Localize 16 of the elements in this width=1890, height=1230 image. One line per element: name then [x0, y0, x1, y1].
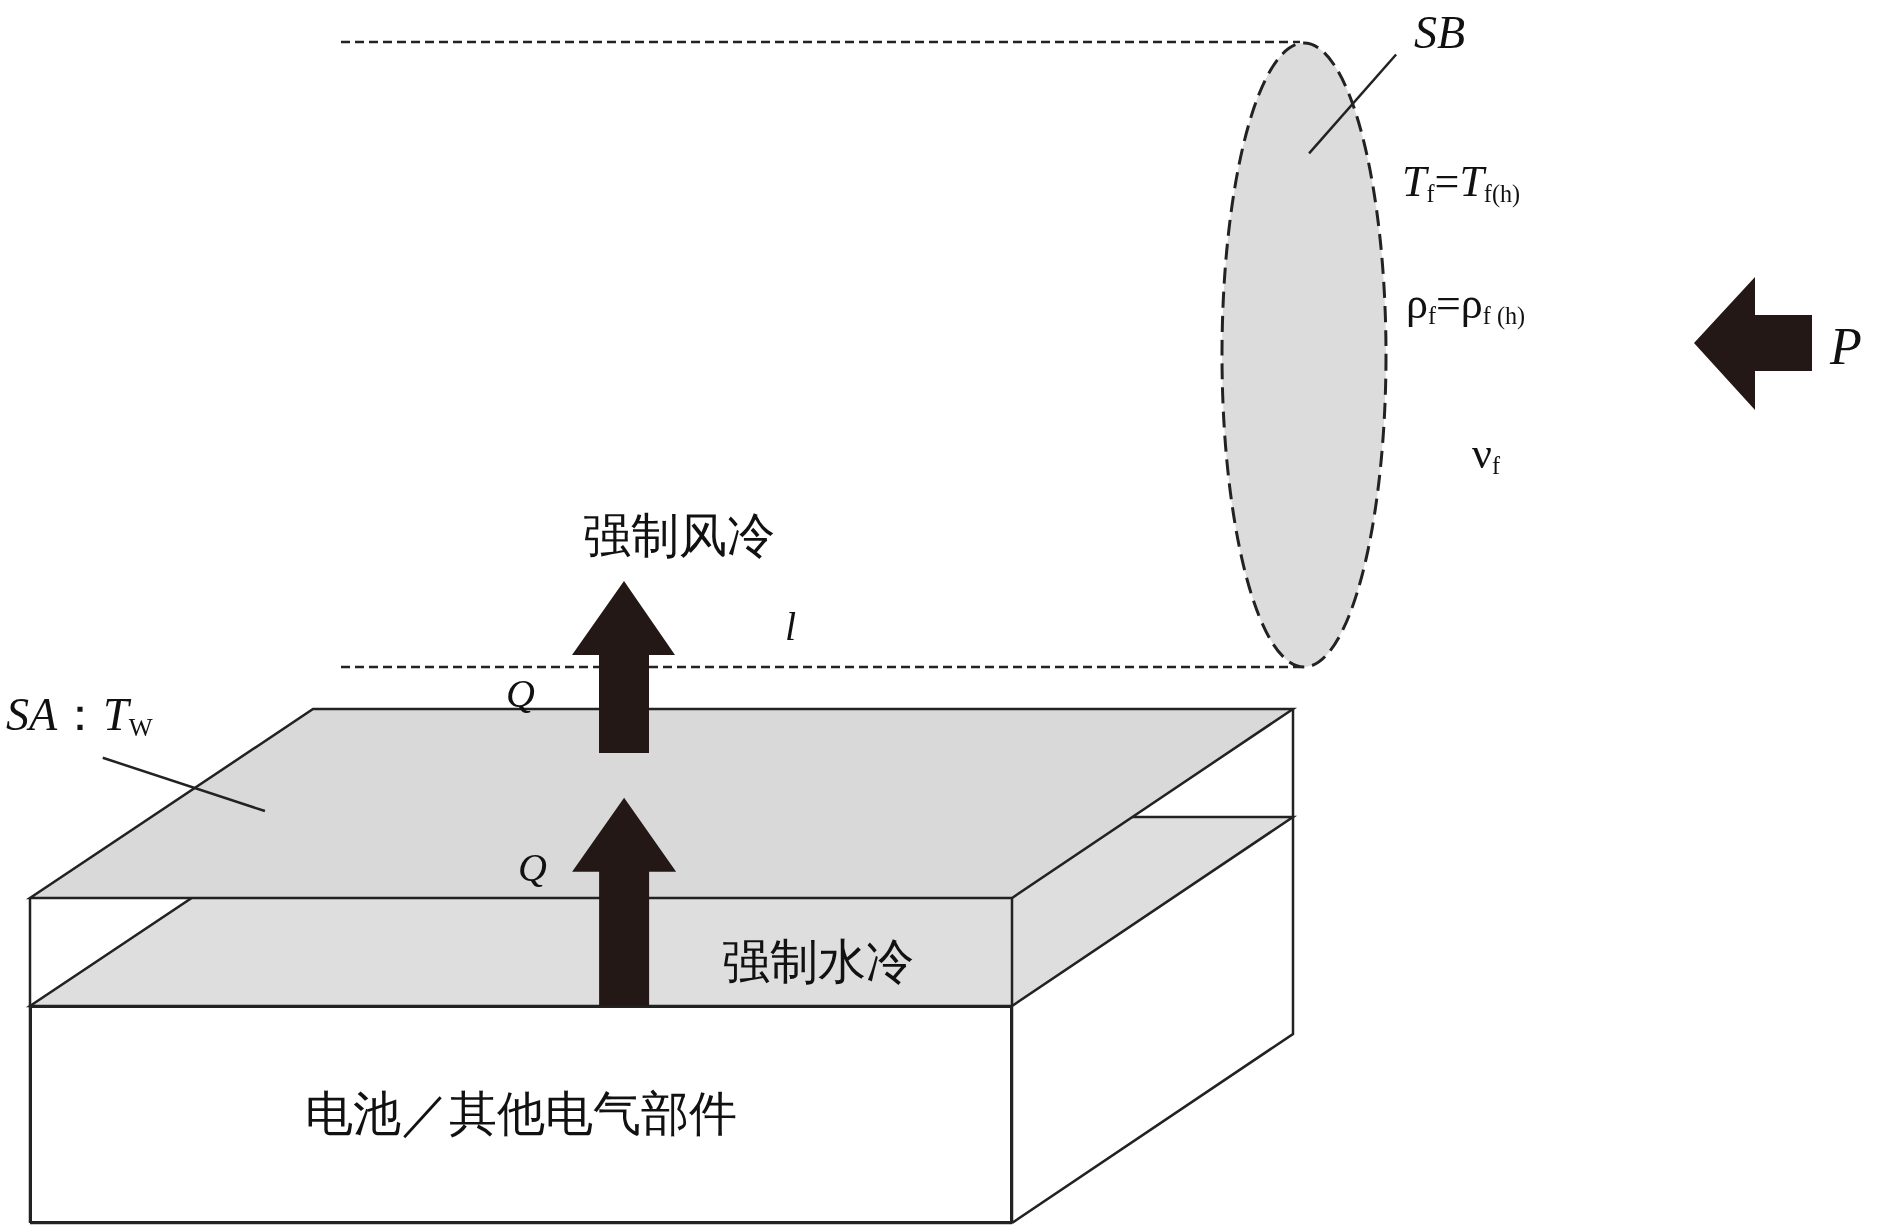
- surface-label: SB: [1414, 8, 1466, 59]
- flow-cross-section-ellipse: [1219, 40, 1389, 670]
- cooling-label: 强制风冷: [583, 510, 775, 563]
- formula-label: T$_{f}$=T$_{f(h)}$: [1402, 158, 1521, 208]
- formula-label: ρ$_{f}$=ρ$_{f (h)}$: [1406, 280, 1526, 330]
- length-label: l: [785, 605, 797, 649]
- block-arrow: [572, 797, 677, 1006]
- heat-label: Q: [518, 846, 547, 890]
- battery-block: 电池／其他电气部件: [30, 1006, 1012, 1223]
- surface-label: SA：T$_{W}$: [6, 690, 153, 743]
- pressure-label: P: [1830, 318, 1862, 376]
- leader-line: [1308, 53, 1398, 155]
- leader-line: [102, 756, 266, 813]
- formula-label: ν$_{f}$: [1472, 430, 1500, 480]
- cooling-label: 强制水冷: [722, 936, 914, 989]
- heat-label: Q: [506, 672, 535, 716]
